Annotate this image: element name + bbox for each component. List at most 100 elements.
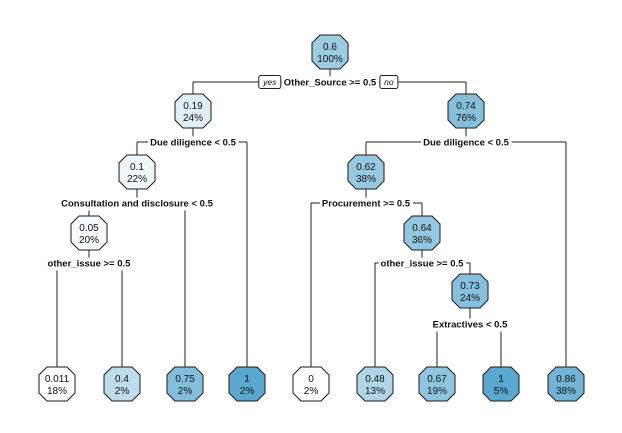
split-label-bg [421, 136, 512, 150]
node-value: 0.62 [356, 162, 376, 173]
split-label-bg [45, 257, 134, 271]
split-label-bg [378, 257, 467, 271]
node-percent: 76% [456, 113, 476, 124]
node-value: 0.74 [456, 101, 476, 112]
split-label-bg [430, 318, 511, 332]
node-value: 0.011 [45, 374, 70, 385]
node-value: 0.6 [323, 42, 337, 53]
node-value: 0.75 [175, 374, 195, 385]
node-percent: 19% [427, 386, 447, 397]
split-label-text: Other_Source >= 0.5 [284, 78, 377, 89]
node-value: 0.4 [115, 374, 129, 385]
node-value: 0.73 [460, 281, 480, 292]
node-value: 0.48 [365, 374, 385, 385]
split-label-text: Consultation and disclosure < 0.5 [61, 199, 213, 210]
tree-node-l5: 02% [292, 366, 330, 402]
split-label-text: Extractives < 0.5 [433, 320, 508, 331]
node-percent: 2% [115, 386, 130, 397]
node-box [311, 34, 349, 70]
tree-node-n4: 0.122% [118, 154, 156, 190]
split-label-bg [148, 136, 239, 150]
split-label-bg [59, 197, 216, 211]
split-label-s4: Consultation and disclosure < 0.5 [59, 197, 216, 211]
tree-node-l4: 12% [228, 366, 266, 402]
tree-node-l8: 15% [482, 366, 520, 402]
node-percent: 2% [178, 386, 193, 397]
node-box [547, 366, 585, 402]
yes-label: yes [258, 75, 282, 89]
split-label-bg [281, 76, 379, 90]
node-percent: 20% [79, 235, 99, 246]
node-percent: 38% [356, 174, 376, 185]
node-box [356, 366, 394, 402]
node-percent: 2% [304, 386, 319, 397]
node-percent: 13% [365, 386, 385, 397]
node-value: 0 [308, 374, 314, 385]
node-box [118, 154, 156, 190]
node-box [292, 366, 330, 402]
split-label-text: Due diligence < 0.5 [423, 138, 510, 149]
node-value: 0.67 [427, 374, 447, 385]
node-percent: 2% [240, 386, 255, 397]
node-box [174, 93, 212, 129]
node-value: 0.64 [412, 223, 432, 234]
split-label-bg [319, 197, 413, 211]
node-percent: 36% [412, 235, 432, 246]
node-percent: 100% [317, 54, 343, 65]
tree-node-l3: 0.752% [166, 366, 204, 402]
node-box [228, 366, 266, 402]
nodes-layer: 0.6100%0.1924%0.7476%0.122%0.6238%0.0520… [38, 34, 585, 402]
no-label-text: no [384, 77, 394, 87]
node-value: 0.86 [556, 374, 576, 385]
no-label: no [379, 75, 399, 89]
node-box [70, 215, 108, 251]
split-label-text: other_issue >= 0.5 [48, 259, 132, 270]
node-value: 0.19 [183, 101, 203, 112]
node-box [103, 366, 141, 402]
yes-label-box [258, 75, 282, 89]
node-percent: 38% [556, 386, 576, 397]
no-label-box [379, 75, 399, 89]
split-label-s3: Due diligence < 0.5 [421, 136, 512, 150]
node-value: 1 [244, 374, 250, 385]
split-label-s8: Extractives < 0.5 [430, 318, 511, 332]
split-label-s6: other_issue >= 0.5 [45, 257, 134, 271]
node-percent: 22% [127, 174, 147, 185]
node-value: 1 [498, 374, 504, 385]
split-label-s5: Procurement >= 0.5 [319, 197, 413, 211]
node-value: 0.1 [130, 162, 144, 173]
node-box [482, 366, 520, 402]
node-percent: 18% [47, 386, 67, 397]
node-percent: 24% [460, 293, 480, 304]
node-value: 0.05 [79, 223, 99, 234]
tree-node-l2: 0.42% [103, 366, 141, 402]
node-box [347, 154, 385, 190]
node-box [451, 273, 489, 309]
node-box [403, 215, 441, 251]
node-box [418, 366, 456, 402]
split-label-text: Due diligence < 0.5 [150, 138, 237, 149]
split-label-s2: Due diligence < 0.5 [148, 136, 239, 150]
yes-label-text: yes [262, 77, 277, 87]
node-box [166, 366, 204, 402]
split-label-text: Procurement >= 0.5 [322, 199, 411, 210]
node-box [38, 366, 76, 402]
node-percent: 24% [183, 113, 203, 124]
split-label-text: other_issue >= 0.5 [381, 259, 465, 270]
node-box [447, 93, 485, 129]
node-percent: 5% [494, 386, 509, 397]
